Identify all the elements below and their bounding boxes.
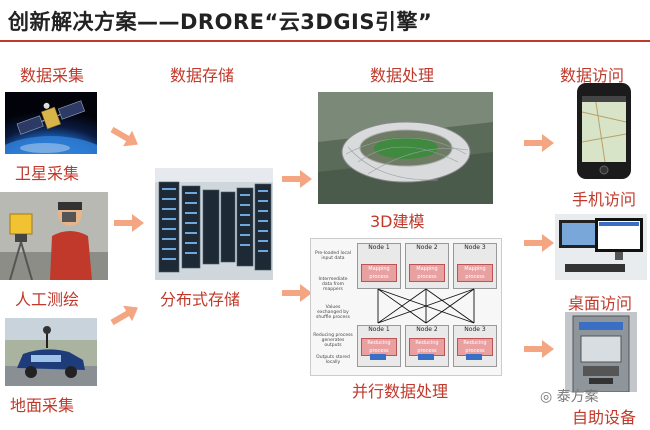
watermark: ◎ 泰方案 bbox=[540, 386, 599, 406]
label-3d-modeling: 3D建模 bbox=[370, 212, 425, 231]
node-title: Node 1 bbox=[368, 244, 390, 251]
label-ground: 地面采集 bbox=[10, 396, 75, 415]
label-mobile-access: 手机访问 bbox=[572, 190, 637, 209]
label-kiosk: 自助设备 bbox=[572, 408, 637, 427]
map-node: Node 1 Mapping process bbox=[357, 243, 401, 289]
mapping-process: Mapping process bbox=[361, 264, 397, 282]
arrow-right-icon bbox=[282, 284, 312, 302]
reduce-node: Node 3 Reducing process bbox=[453, 325, 497, 367]
arrow-right-icon bbox=[524, 234, 554, 252]
node-title: Node 3 bbox=[464, 244, 486, 251]
label-desktop-access: 桌面访问 bbox=[568, 294, 633, 313]
mapreduce-diagram: Pre-loaded local input data Intermediate… bbox=[310, 238, 502, 376]
map-node: Node 2 Mapping process bbox=[405, 243, 449, 289]
arrow-right-icon bbox=[110, 305, 138, 326]
shuffle-arrows bbox=[377, 288, 475, 324]
reducing-process: Reducing process bbox=[457, 338, 493, 356]
mapping-process: Mapping process bbox=[409, 264, 445, 282]
arrow-right-icon bbox=[524, 134, 554, 152]
node-title: Node 3 bbox=[464, 326, 486, 333]
mr-side-label: Intermediate data from mappers bbox=[318, 277, 348, 292]
header-data-process: 数据处理 bbox=[370, 66, 435, 85]
title-divider bbox=[0, 40, 650, 42]
header-data-collect: 数据采集 bbox=[20, 66, 85, 85]
page-title: 创新解决方案——DRORE“云3DGIS引擎” bbox=[8, 10, 433, 34]
node-title: Node 2 bbox=[416, 244, 438, 251]
mr-side-label: Pre-loaded local input data bbox=[315, 251, 351, 261]
reduce-node: Node 1 Reducing process bbox=[357, 325, 401, 367]
reduce-node: Node 2 Reducing process bbox=[405, 325, 449, 367]
arrow-right-icon bbox=[524, 340, 554, 358]
server-room-image bbox=[155, 168, 273, 280]
header-data-store: 数据存储 bbox=[170, 66, 235, 85]
label-satellite: 卫星采集 bbox=[15, 164, 80, 183]
node-title: Node 2 bbox=[416, 326, 438, 333]
label-distributed-storage: 分布式存储 bbox=[160, 290, 241, 309]
map-node: Node 3 Mapping process bbox=[453, 243, 497, 289]
mr-side-label: Outputs stored locally bbox=[316, 355, 350, 365]
output-block bbox=[418, 354, 434, 360]
arrow-right-icon bbox=[282, 170, 312, 188]
desktop-computer-image bbox=[555, 214, 647, 280]
manual-survey-image bbox=[0, 192, 108, 280]
kiosk-image bbox=[565, 312, 637, 392]
stadium-3d-model-image bbox=[318, 92, 493, 204]
satellite-image bbox=[5, 92, 97, 154]
header-data-access: 数据访问 bbox=[560, 66, 625, 85]
mr-side-label: Reducing process generates outputs bbox=[313, 333, 353, 348]
node-title: Node 1 bbox=[368, 326, 390, 333]
ground-vehicle-image bbox=[5, 318, 97, 386]
arrow-right-icon bbox=[110, 126, 138, 147]
mr-side-label: Values exchanged by shuffle process bbox=[316, 305, 350, 320]
mobile-phone-image bbox=[575, 82, 633, 180]
wechat-icon: ◎ bbox=[540, 389, 557, 405]
arrow-right-icon bbox=[114, 214, 144, 232]
label-manual: 人工测绘 bbox=[15, 290, 80, 309]
output-block bbox=[370, 354, 386, 360]
watermark-text: 泰方案 bbox=[556, 389, 599, 405]
label-parallel-processing: 并行数据处理 bbox=[352, 382, 449, 401]
output-block bbox=[466, 354, 482, 360]
mapping-process: Mapping process bbox=[457, 264, 493, 282]
